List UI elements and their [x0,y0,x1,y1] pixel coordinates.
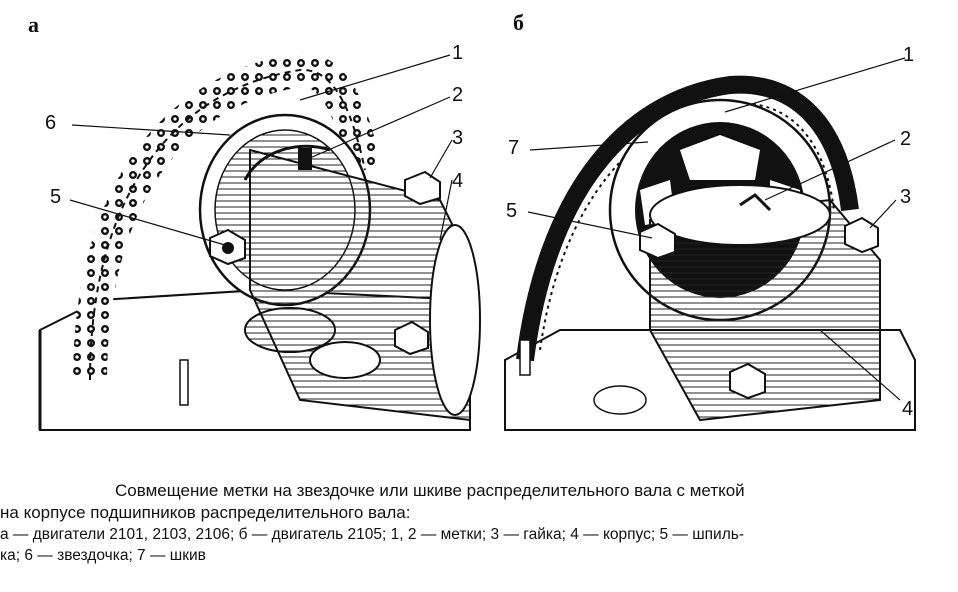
caption-legend-line-1: а — двигатели 2101, 2103, 2106; б — двиг… [0,526,744,543]
callout-a-2: 2 [452,84,464,106]
callout-b-4: 4 [902,398,914,420]
callout-a-6: 6 [45,112,57,134]
panel-a-drawing [38,53,481,431]
leader-a5 [69,199,226,246]
panel-a-letter: а [28,12,39,37]
callout-a-5: 5 [50,186,62,208]
callout-b-2: 2 [900,128,912,150]
callout-b-7: 7 [508,137,520,159]
leader-a6 [71,124,231,136]
callout-b-3: 3 [900,186,912,208]
leader-a4 [439,179,453,241]
leader-b7 [529,141,649,151]
leader-b4 [819,329,901,401]
caption-title-line-2: на корпусе подшипников распределительног… [0,503,411,522]
caption-legend-line-2: ка; 6 — звездочка; 7 — шкив [0,547,206,564]
leader-b2 [764,139,896,201]
engine-illustration [38,53,916,431]
leader-a1 [299,54,451,101]
panel-b-drawing [504,57,916,431]
panel-b-letter: б [513,10,524,35]
caption-title-line-1: Совмещение метки на звездочке или шкиве … [115,481,745,500]
leader-b3 [869,199,897,229]
callout-a-1: 1 [452,42,464,64]
leader-a3 [429,139,453,179]
callout-a-4: 4 [452,170,464,192]
leader-b1 [724,57,906,113]
leader-a2 [309,96,451,159]
callout-b-1: 1 [903,44,915,66]
callout-a-3: 3 [452,127,464,149]
callout-b-5: 5 [506,200,518,222]
figure-caption: Совмещение метки на звездочке или шкиве … [0,480,958,566]
leader-b5 [527,211,653,239]
